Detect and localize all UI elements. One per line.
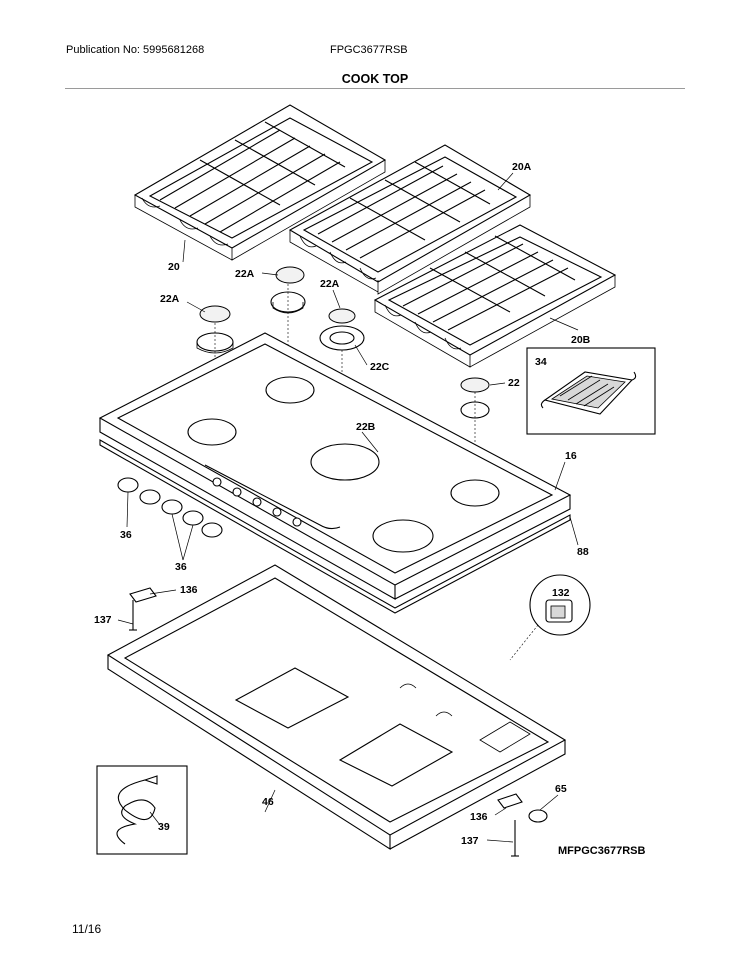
callout-36-upper: 36 [120, 529, 132, 541]
callout-136-bottom: 136 [470, 811, 488, 823]
igniter-detail [509, 574, 591, 661]
callout-22a-left: 22A [160, 293, 180, 305]
burner-cap-22a-center [319, 308, 365, 445]
callout-39: 39 [158, 821, 170, 833]
bracket-and-screw-top [129, 587, 157, 631]
grate-left [133, 104, 387, 261]
callout-16: 16 [565, 450, 577, 462]
callout-20: 20 [168, 261, 180, 273]
power-cord-detail [96, 765, 188, 855]
callout-20b: 20B [571, 334, 591, 346]
callout-46: 46 [262, 796, 274, 808]
diagram-id: MFPGC3677RSB [558, 845, 646, 857]
burner-cap-22a-top [270, 266, 306, 370]
callout-22a-top: 22A [235, 268, 255, 280]
page-number: 11/16 [72, 922, 102, 936]
grate-right [373, 224, 617, 368]
callout-20a: 20A [512, 161, 532, 173]
callout-22: 22 [508, 377, 520, 389]
header-rule [65, 88, 685, 89]
callout-137-bottom: 137 [461, 835, 479, 847]
callout-88: 88 [577, 546, 589, 558]
callout-22b: 22B [356, 421, 376, 433]
callout-22a-center: 22A [320, 278, 340, 290]
model-number: FPGC3677RSB [330, 44, 408, 56]
control-knobs [117, 477, 223, 538]
callout-22c: 22C [370, 361, 390, 373]
cooktop-surface [98, 332, 572, 614]
callout-136-top: 136 [180, 584, 198, 596]
section-title: COOK TOP [341, 72, 409, 86]
callout-132: 132 [552, 587, 570, 599]
publication-number: Publication No: 5995681268 [66, 44, 205, 56]
burner-cap-22a-left [196, 305, 234, 420]
callout-65: 65 [555, 783, 567, 795]
callout-36-lower: 36 [175, 561, 187, 573]
callout-34: 34 [535, 356, 547, 368]
griddle-accessory [526, 347, 656, 435]
grate-center [288, 144, 532, 295]
callout-137-top: 137 [94, 614, 112, 626]
burner-box [106, 564, 567, 851]
grommet [528, 809, 548, 823]
bracket-and-screw-bottom [497, 793, 523, 857]
burner-cap-22 [460, 377, 490, 490]
